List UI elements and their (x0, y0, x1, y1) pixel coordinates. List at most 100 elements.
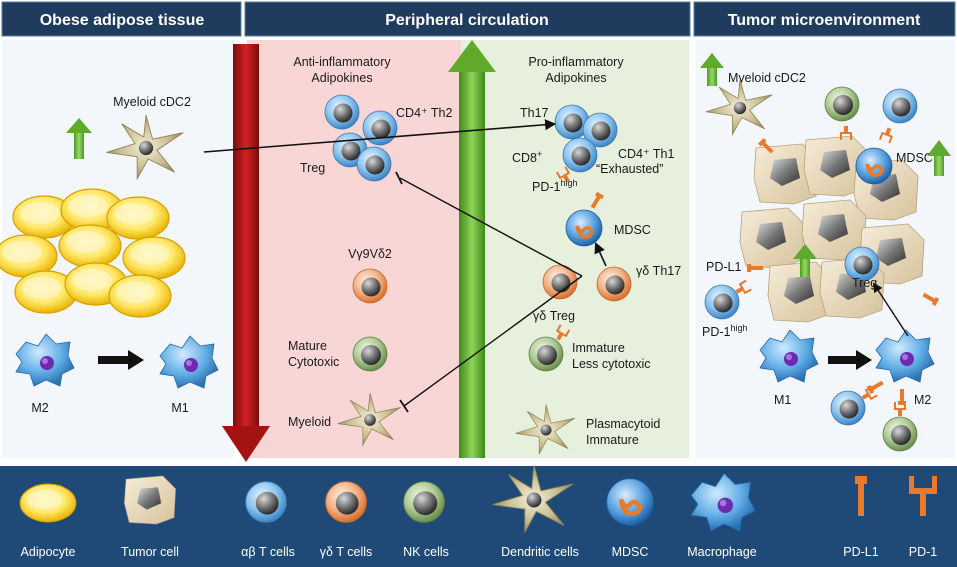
legend-gd-t-cell-icon (325, 481, 367, 524)
legend-pd-1-label: PD-1 (909, 545, 938, 559)
plasmacytoid-label-line2: Immature (586, 433, 639, 447)
pd1-high-sup: high (560, 178, 577, 188)
immature-label-line2: Less cytotoxic (572, 357, 651, 371)
immature-nk-cell-icon (528, 336, 564, 372)
myeloid-inhibition-bar (399, 399, 409, 413)
mature-label-line1: Mature (288, 339, 327, 353)
legend-pd-1-icon (909, 476, 937, 516)
pro-inflammatory-label-line1: Pro-inflammatory (528, 55, 624, 69)
tumor-myeloid-cdc2-label: Myeloid cDC2 (728, 71, 806, 85)
peripheral-header-title: Peripheral circulation (385, 12, 549, 29)
legend-tumor-cell-icon (124, 475, 177, 525)
mature-label-line2: Cytotoxic (288, 355, 339, 369)
tumor-treg-upregulation-arrow (793, 244, 817, 277)
obese-header-bar (1, 1, 242, 37)
adipocyte-icon (58, 224, 122, 268)
cd8-label-base: CD8 (512, 151, 537, 165)
tumor-cdc2-upregulation-arrow (700, 53, 724, 86)
tumor-m2-label: M2 (914, 393, 931, 407)
anti-inflammatory-label-line2: Adipokines (311, 71, 372, 85)
legend-macrophage-label: Macrophage (687, 545, 757, 559)
cd4-th1-label: CD4⁺ Th1 (618, 147, 674, 161)
exhausted-label: “Exhausted” (596, 162, 663, 176)
tumor-mdsc-label: MDSC (896, 151, 933, 165)
tumor-header-bar (693, 1, 956, 37)
legend-ab-t-cells-label: αβ T cells (241, 545, 295, 559)
vg9vd2-cell-icon (352, 268, 388, 304)
legend-dendritic-cells-label: Dendritic cells (501, 545, 579, 559)
legend-pd-l1-label: PD-L1 (843, 545, 878, 559)
legend-mdsc-icon (607, 479, 654, 526)
tumor-header-title: Tumor microenvironment (728, 12, 921, 29)
myeloid-label: Myeloid (288, 415, 331, 429)
tumor-bottom-nk-cell-icon (882, 416, 918, 452)
cd8-label-sup: + (537, 149, 542, 159)
tumor-bottom-t-cell-icon (830, 390, 866, 426)
obese-m2-label: M2 (31, 401, 48, 415)
mdsc-cell-icon (564, 208, 604, 248)
treg-cell-icon (356, 146, 392, 182)
legend-pd-l1-icon (855, 476, 867, 516)
cd8-label: CD8+ (512, 149, 542, 165)
legend-bar: Adipocyte Tumor cell αβ T cells γδ T cel… (0, 464, 957, 567)
connector-lines (203, 119, 607, 413)
tumor-m1-label: M1 (774, 393, 791, 407)
red-down-arrow (222, 44, 270, 462)
peripheral-header-bar (244, 1, 691, 37)
gd-th17-label: γδ Th17 (636, 264, 681, 278)
cdc2-to-th17-arrow (203, 119, 557, 153)
cd4-th2-label: CD4⁺ Th2 (396, 106, 452, 120)
tumor-treg-label: Treg (852, 276, 877, 290)
exhausted-t-cell-icon (704, 284, 740, 320)
pro-inflammatory-zone (461, 40, 689, 458)
legend-gd-t-cells-label: γδ T cells (320, 545, 373, 559)
tumor-t-cell-icon (882, 88, 918, 124)
adipocyte-icon (108, 274, 172, 318)
treg-label: Treg (300, 161, 325, 175)
vg9vd2-label: Vγ9Vδ2 (348, 247, 392, 261)
legend-nk-cell-icon (403, 481, 445, 524)
tumor-mdsc-cell-icon (854, 146, 894, 186)
peripheral-panel: Peripheral circulation (244, 1, 691, 458)
th17-label: Th17 (520, 106, 549, 120)
gd-th17-cell-icon (596, 266, 632, 302)
adipocyte-cluster (0, 188, 186, 318)
legend-adipocyte-label: Adipocyte (21, 545, 76, 559)
cd8-cell-icon (562, 137, 598, 173)
obese-header-title: Obese adipose tissue (40, 12, 205, 29)
m2-to-treg-arrow (872, 282, 909, 337)
th2-cell-icon (324, 94, 360, 130)
immature-label-line1: Immature (572, 341, 625, 355)
tumor-mdsc-upregulation-arrow (927, 140, 951, 176)
green-up-arrow (448, 40, 496, 458)
th2-cell-icon (362, 110, 398, 146)
treg-inhibition-bar (395, 171, 403, 185)
obese-upregulation-arrow (66, 118, 92, 159)
legend-tumor-cell-label: Tumor cell (121, 545, 179, 559)
legend-mdsc-label: MDSC (612, 545, 649, 559)
gdtreg-inhibit-treg-line (399, 177, 583, 277)
m2-to-m1-arrow (98, 350, 144, 370)
legend-ab-t-cell-icon (245, 481, 287, 524)
obese-myeloid-cdc2-label: Myeloid cDC2 (113, 95, 191, 109)
mature-nk-cell-icon (352, 336, 388, 372)
legend-nk-cells-label: NK cells (403, 545, 449, 559)
gd-treg-label: γδ Treg (533, 309, 575, 323)
mdsc-label: MDSC (614, 223, 651, 237)
pd1-high-label: PD-1high (532, 178, 578, 194)
plasmacytoid-label-line1: Plasmacytoid (586, 417, 660, 431)
tumor-pd1-high-sup: high (730, 323, 747, 333)
tumor-nk-cell-icon (824, 86, 860, 122)
obese-m1-label: M1 (171, 401, 188, 415)
anti-inflammatory-label-line1: Anti-inflammatory (293, 55, 391, 69)
legend-adipocyte-icon (19, 483, 77, 523)
tumor-pd1-high-base: PD-1 (702, 325, 731, 339)
pd1-high-base: PD-1 (532, 180, 561, 194)
tumor-m1-to-m2-arrow (828, 350, 872, 370)
tumor-pd1-high-label: PD-1high (702, 323, 748, 339)
pro-inflammatory-label-line2: Adipokines (545, 71, 606, 85)
gdth17-to-mdsc-arrow (594, 241, 607, 267)
tumor-pd-l1-label: PD-L1 (706, 260, 741, 274)
adipocyte-icon (122, 236, 186, 280)
